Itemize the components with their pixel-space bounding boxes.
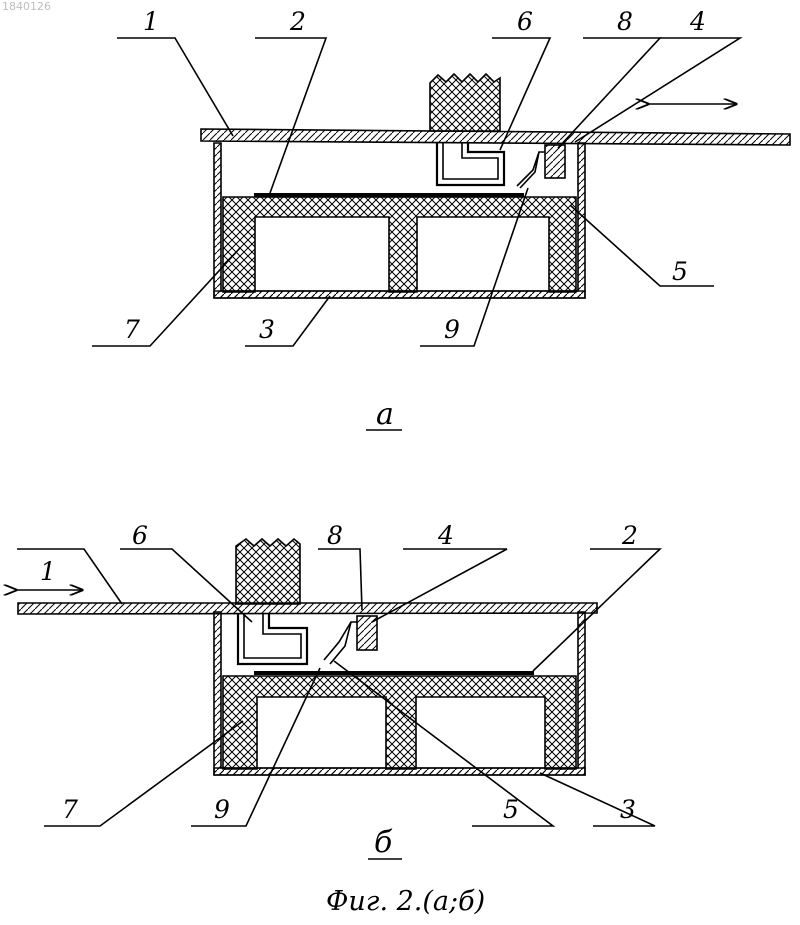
contact-strip-b — [254, 671, 534, 675]
handle-b — [236, 539, 300, 604]
spring-contact-b — [238, 613, 307, 664]
label-a-9: 9 — [444, 315, 460, 344]
label-b-3: 3 — [620, 795, 636, 824]
label-a-5: 5 — [672, 257, 688, 286]
sublabel-b: б — [374, 825, 393, 860]
sublabel-a: а — [376, 397, 394, 432]
label-a-3: 3 — [259, 315, 275, 344]
label-a-1: 1 — [143, 7, 159, 36]
label-a-7: 7 — [124, 315, 140, 344]
leaders-a — [92, 38, 740, 346]
terminal-block-a — [545, 145, 565, 178]
insulator-body-b — [223, 676, 576, 769]
figure-caption: Фиг. 2.(а;б) — [326, 886, 485, 917]
label-b-6: 6 — [132, 521, 148, 550]
wire-contact-a — [517, 152, 545, 188]
label-a-4: 4 — [689, 7, 706, 36]
view-b: 1 6 8 4 2 7 9 5 3 б — [16, 521, 660, 860]
contact-strip-a — [254, 193, 524, 197]
doc-number: 1840126 — [2, 0, 51, 13]
wire-contact-b — [324, 622, 357, 664]
label-b-7: 7 — [62, 795, 78, 824]
label-b-8: 8 — [327, 521, 343, 550]
label-a-2: 2 — [289, 7, 306, 36]
label-a-6: 6 — [517, 7, 533, 36]
label-b-5: 5 — [503, 795, 519, 824]
label-b-1: 1 — [40, 557, 56, 586]
insulator-body-a — [223, 197, 576, 292]
label-b-9: 9 — [214, 795, 230, 824]
label-b-4: 4 — [437, 521, 454, 550]
view-a: 1 2 6 8 4 5 7 3 9 а — [92, 7, 790, 432]
handle-a — [430, 74, 500, 131]
label-b-2: 2 — [621, 521, 638, 550]
label-a-8: 8 — [617, 7, 633, 36]
slide-plate-b — [18, 603, 597, 614]
